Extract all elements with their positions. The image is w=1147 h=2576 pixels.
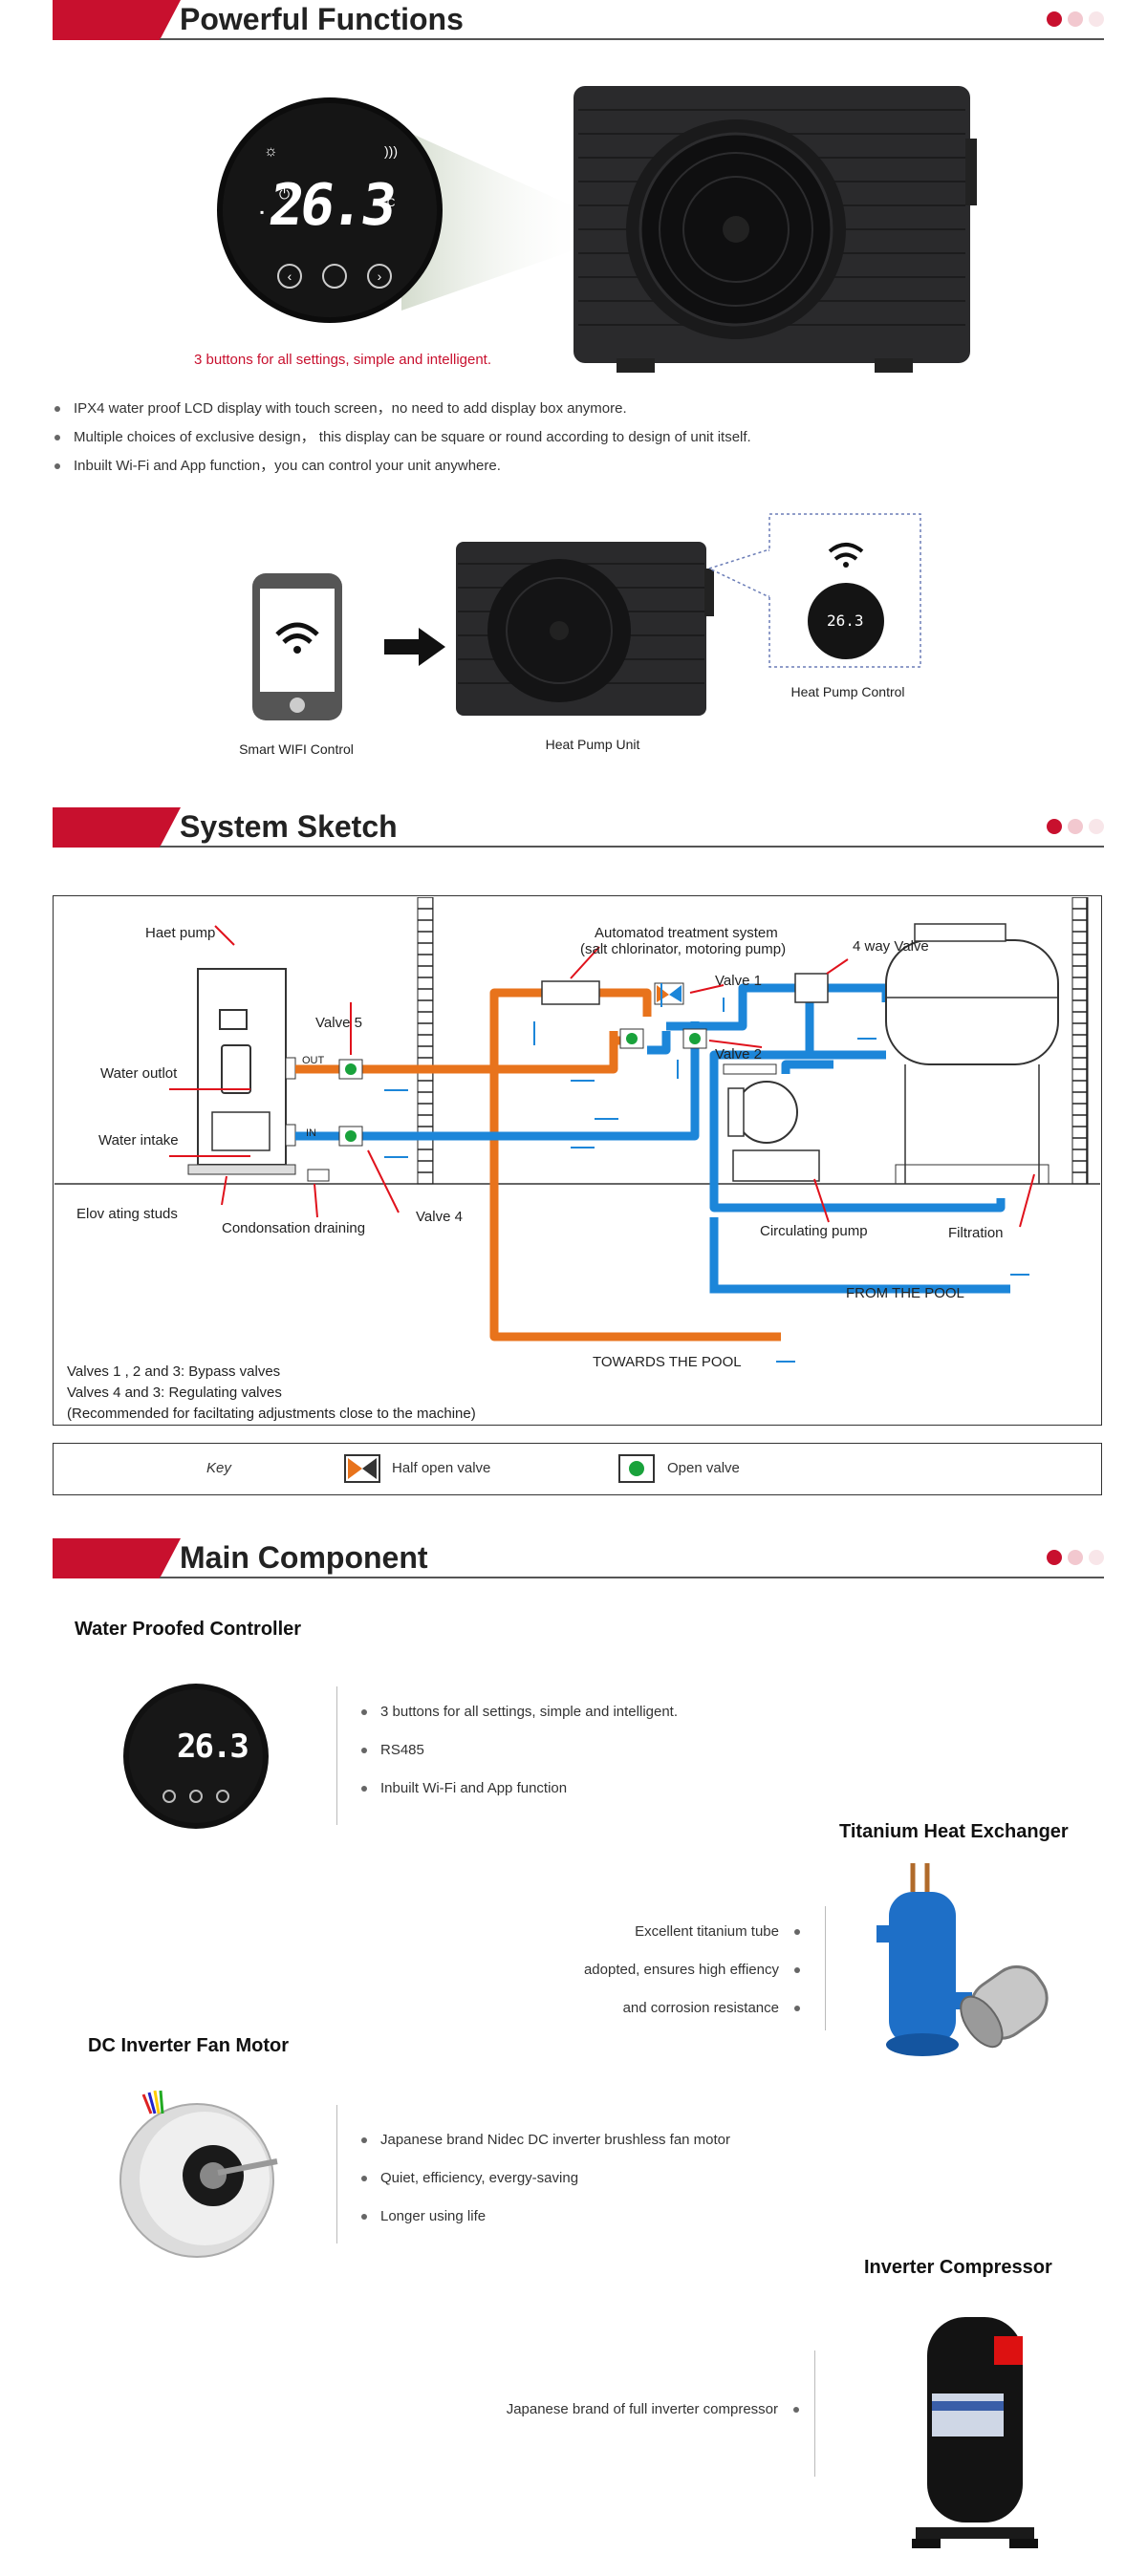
label-water-intake: Water intake — [98, 1132, 179, 1148]
divider-line — [336, 1686, 337, 1825]
label-valve1: Valve 1 — [715, 973, 762, 989]
phone-label: Smart WIFI Control — [239, 741, 354, 757]
smartphone-image — [252, 573, 342, 720]
controller-temp-display: 26.3 — [265, 172, 398, 239]
label-four-way-valve: 4 way Valve — [853, 938, 929, 955]
unit-label: Heat Pump Unit — [545, 737, 640, 752]
label-valve5: Valve 5 — [315, 1015, 362, 1031]
bullet-item: Multiple choices of exclusive design， th… — [54, 423, 751, 452]
bullet-item: Inbuilt Wi-Fi and App function — [361, 1774, 678, 1813]
controller-component-image — [123, 1684, 269, 1829]
system-sketch-diagram — [54, 897, 1100, 1363]
divider-line — [825, 1906, 826, 2030]
controller-unit: °C — [382, 196, 396, 209]
header-accent-bar — [53, 0, 181, 40]
heat-exchanger-image — [876, 1863, 1049, 2056]
fan-motor-image — [119, 2090, 278, 2258]
header-rule — [160, 38, 1104, 40]
header-dots — [1041, 1550, 1104, 1570]
functions-bullets: IPX4 water proof LCD display with touch … — [54, 395, 751, 481]
wifi-icon: ))) — [384, 143, 398, 159]
heat-pump-unit-image — [574, 86, 977, 373]
label-circulating-pump: Circulating pump — [760, 1223, 868, 1239]
open-valve-icon — [618, 1454, 655, 1483]
exchanger-bullets: Excellent titanium tube adopted, ensures… — [584, 1918, 800, 2032]
label-treatment: Automatod treatment system — [595, 925, 778, 941]
bullet-item: IPX4 water proof LCD display with touch … — [54, 395, 751, 423]
half-open-valve-icon — [344, 1454, 380, 1483]
fan-motor-bullets: Japanese brand Nidec DC inverter brushle… — [361, 2126, 730, 2241]
note-line: Valves 1 , 2 and 3: Bypass valves — [67, 1363, 281, 1380]
label-in: IN — [306, 1127, 316, 1139]
compressor-bullets: Japanese brand of full inverter compress… — [507, 2395, 799, 2434]
bullet-item: adopted, ensures high effiency — [584, 1956, 800, 1994]
bullet-item: Japanese brand of full inverter compress… — [507, 2395, 799, 2434]
label-heat-pump: Haet pump — [145, 925, 216, 941]
key-half-open-label: Half open valve — [392, 1460, 491, 1476]
section-title: Main Component — [180, 1540, 428, 1575]
exchanger-title: Titanium Heat Exchanger — [839, 1821, 1069, 1842]
right-button-icon[interactable]: › — [367, 264, 392, 289]
label-valve2: Valve 2 — [715, 1046, 762, 1063]
section-title: Powerful Functions — [180, 2, 464, 36]
header-dots — [1041, 11, 1104, 32]
lock-icon: ▪ — [260, 205, 265, 219]
header-dots — [1041, 819, 1104, 839]
controller-caption: 3 buttons for all settings, simple and i… — [194, 352, 492, 368]
fan-motor-title: DC Inverter Fan Motor — [88, 2035, 290, 2056]
system-sketch-frame — [53, 895, 1102, 1426]
sketch-notes: Valves 1 , 2 and 3: Bypass valves Valves… — [67, 1362, 476, 1425]
controller-component-temp: 26.3 — [177, 1728, 249, 1766]
section-header-functions: Powerful Functions — [53, 0, 1104, 46]
divider-line — [336, 2105, 337, 2243]
bullet-item: Quiet, efficiency, evergy-saving — [361, 2164, 730, 2202]
ok-button-icon[interactable] — [322, 264, 347, 289]
bullet-item: 3 buttons for all settings, simple and i… — [361, 1698, 678, 1736]
power-icon: ⏻ — [279, 186, 291, 202]
heat-pump-unit-small-image — [456, 542, 714, 716]
label-treatment-sub: (salt chlorinator, motoring pump) — [580, 941, 787, 957]
arrow-right-icon — [384, 628, 445, 666]
controller-title: Water Proofed Controller — [75, 1619, 302, 1640]
bullet-item: Excellent titanium tube — [584, 1918, 800, 1956]
label-filtration: Filtration — [948, 1225, 1004, 1241]
svg-text:26.3: 26.3 — [827, 612, 864, 630]
label-water-outlet: Water outlot — [100, 1065, 178, 1082]
note-line: Valves 4 and 3: Regulating valves — [67, 1385, 282, 1401]
label-from-pool: FROM THE POOL — [846, 1285, 964, 1301]
header-accent-bar — [53, 807, 181, 848]
sun-icon: ☼ — [264, 143, 278, 160]
section-title: System Sketch — [180, 809, 398, 844]
header-rule — [160, 846, 1104, 848]
label-towards-pool: TOWARDS THE POOL — [593, 1354, 742, 1370]
label-valve4: Valve 4 — [416, 1209, 463, 1225]
bullet-item: and corrosion resistance — [584, 1994, 800, 2032]
key-open-label: Open valve — [667, 1460, 740, 1476]
key-legend-box: Key Half open valve Open valve — [53, 1443, 1102, 1495]
label-condensation: Condonsation draining — [222, 1220, 366, 1236]
header-accent-bar — [53, 1538, 181, 1578]
bullet-item: RS485 — [361, 1736, 678, 1774]
controller-bullets: 3 buttons for all settings, simple and i… — [361, 1698, 678, 1813]
divider-line — [814, 2351, 815, 2477]
note-line: (Recommended for faciltating adjustments… — [67, 1406, 476, 1422]
left-button-icon[interactable]: ‹ — [277, 264, 302, 289]
bullet-item: Longer using life — [361, 2202, 730, 2241]
bullet-item: Japanese brand Nidec DC inverter brushle… — [361, 2126, 730, 2164]
section-header-components: Main Component — [53, 1538, 1104, 1584]
header-rule — [160, 1577, 1104, 1578]
compressor-image — [912, 2317, 1038, 2548]
key-title: Key — [206, 1460, 231, 1476]
section-header-sketch: System Sketch — [53, 807, 1104, 853]
controller-label: Heat Pump Control — [790, 684, 905, 699]
bullet-item: Inbuilt Wi-Fi and App function，you can c… — [54, 452, 751, 481]
label-out: OUT — [302, 1055, 325, 1066]
compressor-title: Inverter Compressor — [864, 2257, 1052, 2278]
label-studs: Elov ating studs — [76, 1206, 178, 1222]
controller-callout-box: 26.3 — [707, 513, 921, 668]
